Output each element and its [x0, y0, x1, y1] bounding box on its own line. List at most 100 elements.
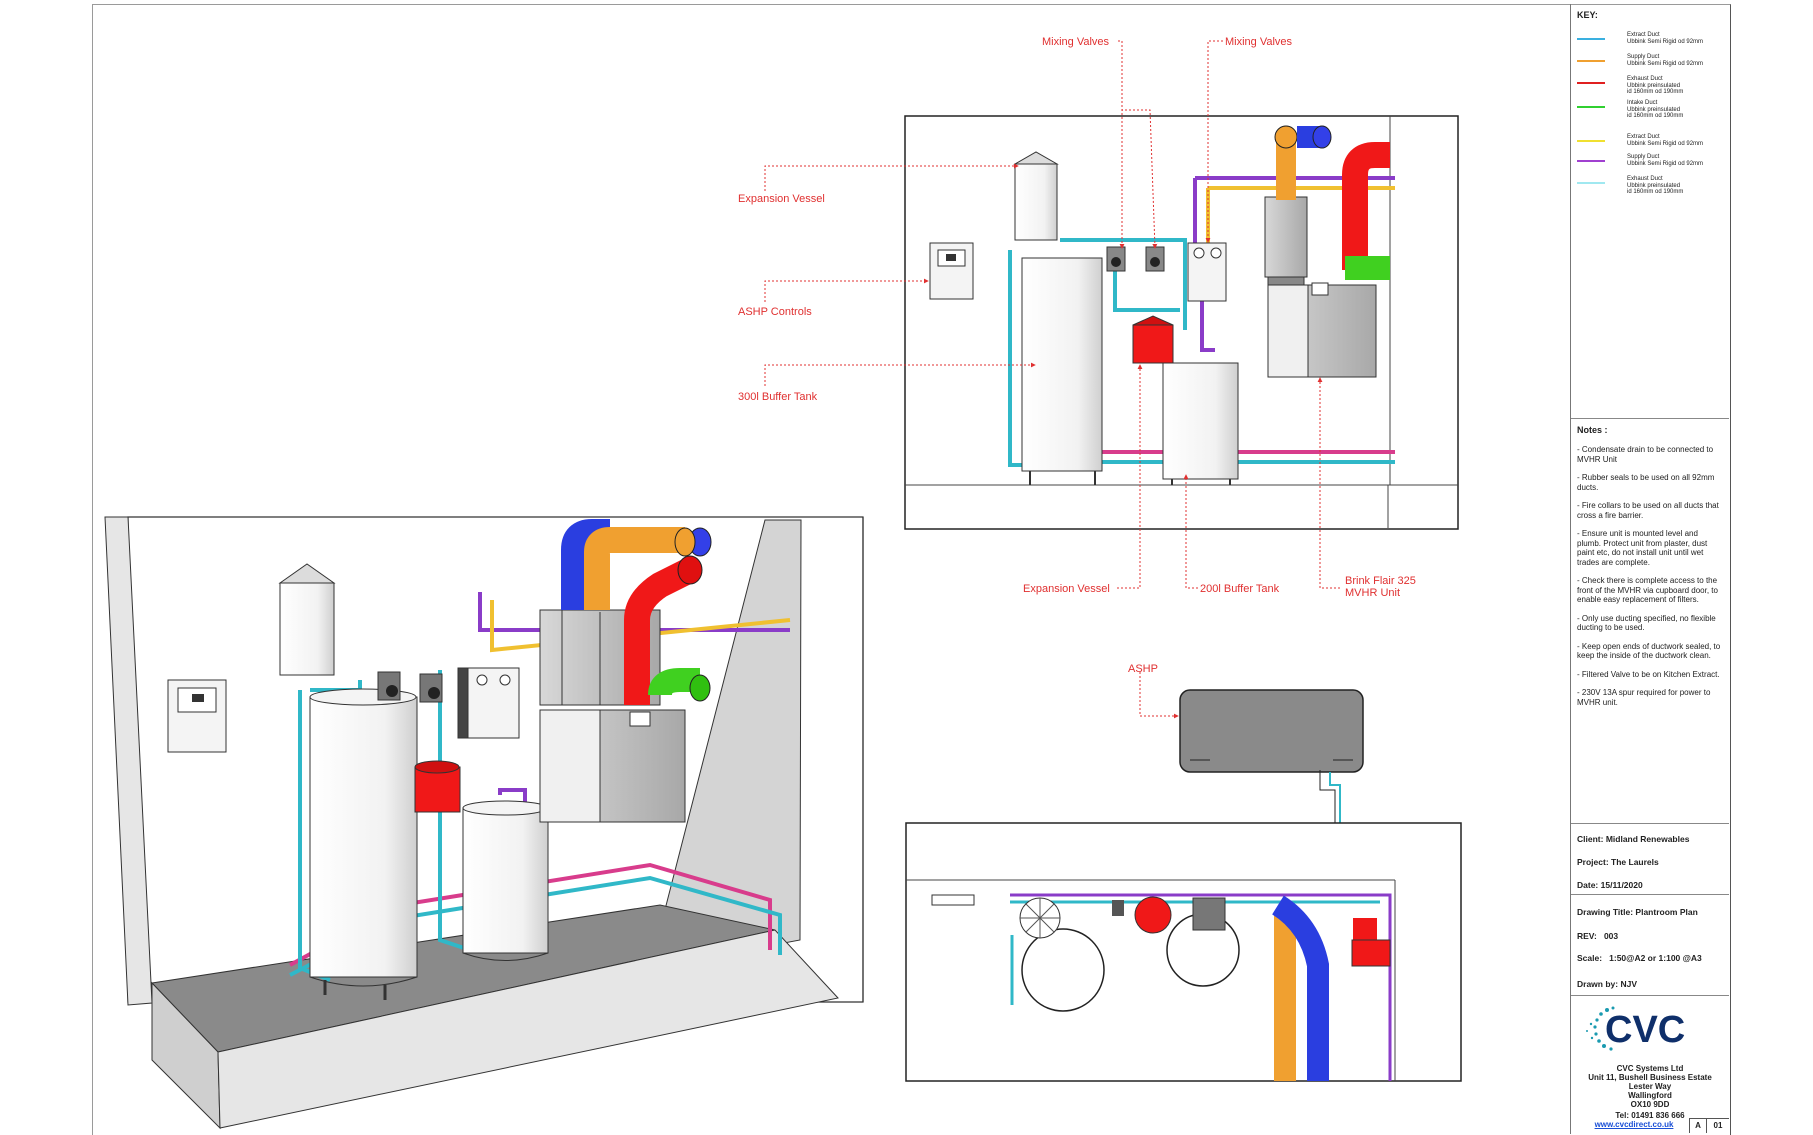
mixing-valves-3d	[377, 667, 520, 739]
label-expansion-vessel-top: Expansion Vessel	[738, 193, 825, 205]
ashp-controls-3d	[167, 679, 227, 753]
company-name: CVC Systems Ltd	[1616, 1064, 1684, 1073]
buffer-tank-200-3d	[462, 800, 549, 961]
scale-row: Scale: 1:50@A2 or 1:100 @A3	[1577, 953, 1702, 963]
buffer-tank-300-3d	[309, 688, 418, 1000]
key-section: KEY: Extract Duct Ubbink Semi Rigid od 9…	[1571, 4, 1729, 419]
scale-value: 1:50@A2 or 1:100 @A3	[1609, 953, 1702, 963]
drawing-sheet	[92, 4, 1731, 1135]
key-text: Exhaust Duct Ubbink preinsulated id 160m…	[1627, 176, 1684, 195]
label-expansion-vessel-bottom: Expansion Vessel	[1023, 583, 1110, 595]
company-address-1: Unit 11, Bushell Business Estate	[1588, 1073, 1712, 1082]
label-brink-flair-1: Brink Flair 325	[1345, 575, 1416, 587]
project-value: The Laurels	[1611, 857, 1659, 867]
key-swatch	[1577, 82, 1605, 84]
key-item: Extract Duct Ubbink Semi Rigid od 92mm	[1577, 32, 1727, 52]
cvc-logo: CVC	[1586, 1006, 1685, 1051]
red-expansion-vessel-3d	[414, 760, 461, 813]
label-mixing-valves-2: Mixing Valves	[1225, 36, 1293, 48]
note-item: - 230V 13A spur required for power to MV…	[1577, 688, 1711, 707]
key-item: Exhaust Duct Ubbink preinsulated id 160m…	[1577, 76, 1727, 96]
label-buffer-200: 200l Buffer Tank	[1200, 583, 1280, 595]
drawing-info-section: Drawing Title: Plantroom Plan REV: 003 S…	[1571, 895, 1729, 996]
company-web-link[interactable]: www.cvcdirect.co.uk	[1594, 1120, 1674, 1129]
drawing-title-row: Drawing Title: Plantroom Plan	[1577, 907, 1698, 917]
drawing-title-value: Plantroom Plan	[1635, 907, 1698, 917]
client-row: Client: Midland Renewables	[1577, 834, 1690, 844]
note-item: - Keep open ends of ductwork sealed, to …	[1577, 641, 1721, 661]
sheet-number: 01	[1706, 1118, 1729, 1133]
date-row: Date: 15/11/2020	[1577, 880, 1643, 890]
key-text: Extract Duct Ubbink Semi Rigid od 92mm	[1627, 32, 1704, 45]
company-section: CVC CVC Systems Ltd Unit 11, Bushell Bus…	[1571, 996, 1729, 1134]
key-text: Supply Duct Ubbink Semi Rigid od 92mm	[1627, 54, 1704, 67]
label-ashp: ASHP	[1128, 663, 1158, 675]
annotation-labels: Mixing Valves Mixing Valves Expansion Ve…	[738, 36, 1416, 675]
company-postcode: OX10 9DD	[1630, 1100, 1670, 1109]
key-item: Intake Duct Ubbink preinsulated id 160mm…	[1577, 100, 1727, 120]
key-text: Exhaust Duct Ubbink preinsulated id 160m…	[1627, 76, 1684, 95]
project-section: Client: Midland Renewables Project: The …	[1571, 824, 1729, 895]
key-item: Supply Duct Ubbink Semi Rigid od 92mm	[1577, 154, 1727, 174]
company-address-3: Wallingford	[1628, 1091, 1672, 1100]
rev-value: 003	[1603, 931, 1619, 941]
key-title: KEY:	[1577, 10, 1598, 20]
room-floor-front	[217, 929, 839, 1129]
logo-text: CVC	[1605, 1009, 1685, 1051]
company-tel: Tel: 01491 836 666	[1615, 1111, 1685, 1120]
expansion-vessel-elevation	[1013, 151, 1059, 241]
date-value: 15/11/2020	[1600, 880, 1643, 890]
ducts-3d	[561, 519, 712, 705]
key-swatch	[1577, 60, 1605, 62]
note-item: - Filtered Valve to be on Kitchen Extrac…	[1577, 669, 1720, 679]
key-swatch	[1577, 106, 1605, 108]
buffer-tank-300-elevation	[1021, 257, 1103, 485]
key-swatch	[1577, 140, 1605, 142]
label-buffer-300: 300l Buffer Tank	[738, 391, 818, 403]
label-ashp-controls: ASHP Controls	[738, 306, 812, 318]
ashp-unit	[1179, 689, 1364, 825]
key-swatch	[1577, 160, 1605, 162]
plan-view	[905, 689, 1462, 1082]
sheet-size: A	[1689, 1118, 1706, 1133]
red-expansion-vessel-elevation	[1132, 315, 1174, 364]
mixing-valves-elevation	[1106, 242, 1227, 302]
key-swatch	[1577, 38, 1605, 40]
label-mixing-valves-1: Mixing Valves	[1042, 36, 1110, 48]
note-item: - Fire collars to be used on all ducts t…	[1577, 501, 1719, 520]
client-value: Midland Renewables	[1605, 834, 1690, 844]
note-item: - Only use ducting specified, no flexibl…	[1577, 613, 1716, 633]
notes-section: Notes : - Condensate drain to be connect…	[1571, 419, 1729, 824]
key-text: Intake Duct Ubbink preinsulated id 160mm…	[1627, 100, 1684, 119]
annotation-leaders	[764, 40, 1340, 719]
note-item: - Rubber seals to be used on all 92mm du…	[1577, 473, 1715, 492]
drawn-by-value: NJV	[1620, 979, 1638, 989]
note-item: - Condensate drain to be connected to MV…	[1577, 445, 1714, 464]
company-address-2: Lester Way	[1628, 1082, 1672, 1091]
note-item: - Check there is complete access to the …	[1577, 576, 1718, 604]
rev-row: REV: 003	[1577, 931, 1619, 941]
logo-dots-icon	[1586, 1006, 1615, 1051]
ashp-controls-elevation	[929, 242, 974, 300]
expansion-vessel-3d	[278, 563, 336, 676]
label-brink-flair-2: MVHR Unit	[1345, 587, 1400, 599]
front-elevation	[904, 115, 1459, 530]
notes-list: - Condensate drain to be connected to MV…	[1577, 445, 1723, 716]
key-text: Supply Duct Ubbink Semi Rigid od 92mm	[1627, 154, 1704, 167]
title-block: KEY: Extract Duct Ubbink Semi Rigid od 9…	[1570, 4, 1729, 1134]
key-item: Supply Duct Ubbink Semi Rigid od 92mm	[1577, 54, 1727, 74]
buffer-tank-200-elevation	[1162, 362, 1239, 485]
notes-title: Notes :	[1577, 425, 1608, 435]
note-item: - Ensure unit is mounted level and plumb…	[1577, 529, 1708, 567]
key-item: Exhaust Duct Ubbink preinsulated id 160m…	[1577, 176, 1727, 196]
isometric-view	[104, 516, 864, 1130]
project-row: Project: The Laurels	[1577, 857, 1659, 867]
key-item: Extract Duct Ubbink Semi Rigid od 92mm	[1577, 134, 1727, 154]
mvhr-unit-3d	[539, 609, 686, 823]
mvhr-unit-elevation	[1264, 196, 1377, 378]
key-swatch	[1577, 182, 1605, 184]
ducts-elevation	[1274, 125, 1390, 280]
drawn-by-row: Drawn by: NJV	[1577, 979, 1638, 989]
key-text: Extract Duct Ubbink Semi Rigid od 92mm	[1627, 134, 1704, 147]
